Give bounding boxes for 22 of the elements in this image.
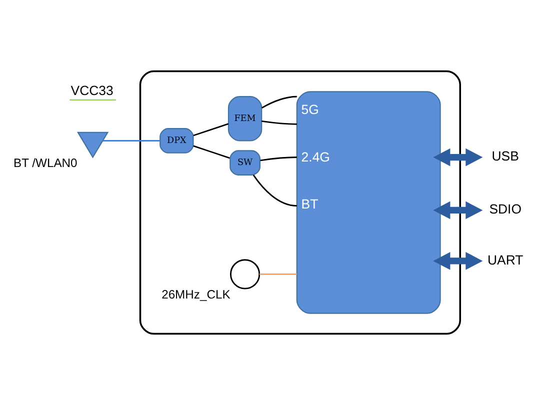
node-label: 26MHz_CLK [162,286,230,301]
connector [193,144,230,158]
connector [252,174,297,206]
node-box: FEM [228,96,262,141]
arrow [433,148,483,166]
connector [102,140,160,141]
node-box: DPX [160,128,194,153]
arrow [433,200,483,219]
node-triangle [76,131,109,158]
connector [193,122,229,136]
node-box: SW [230,150,260,175]
node-circle [230,258,260,289]
connector [262,95,297,108]
connector [260,272,297,274]
label: VCC33 [70,82,114,98]
node-text: SDIO [489,201,522,216]
node-label: BT /WLAN0 [13,155,78,170]
connector [262,120,297,124]
node-text: UART [487,252,524,267]
connector [260,156,297,161]
node-text: USB [492,148,519,164]
arrow [433,252,483,270]
